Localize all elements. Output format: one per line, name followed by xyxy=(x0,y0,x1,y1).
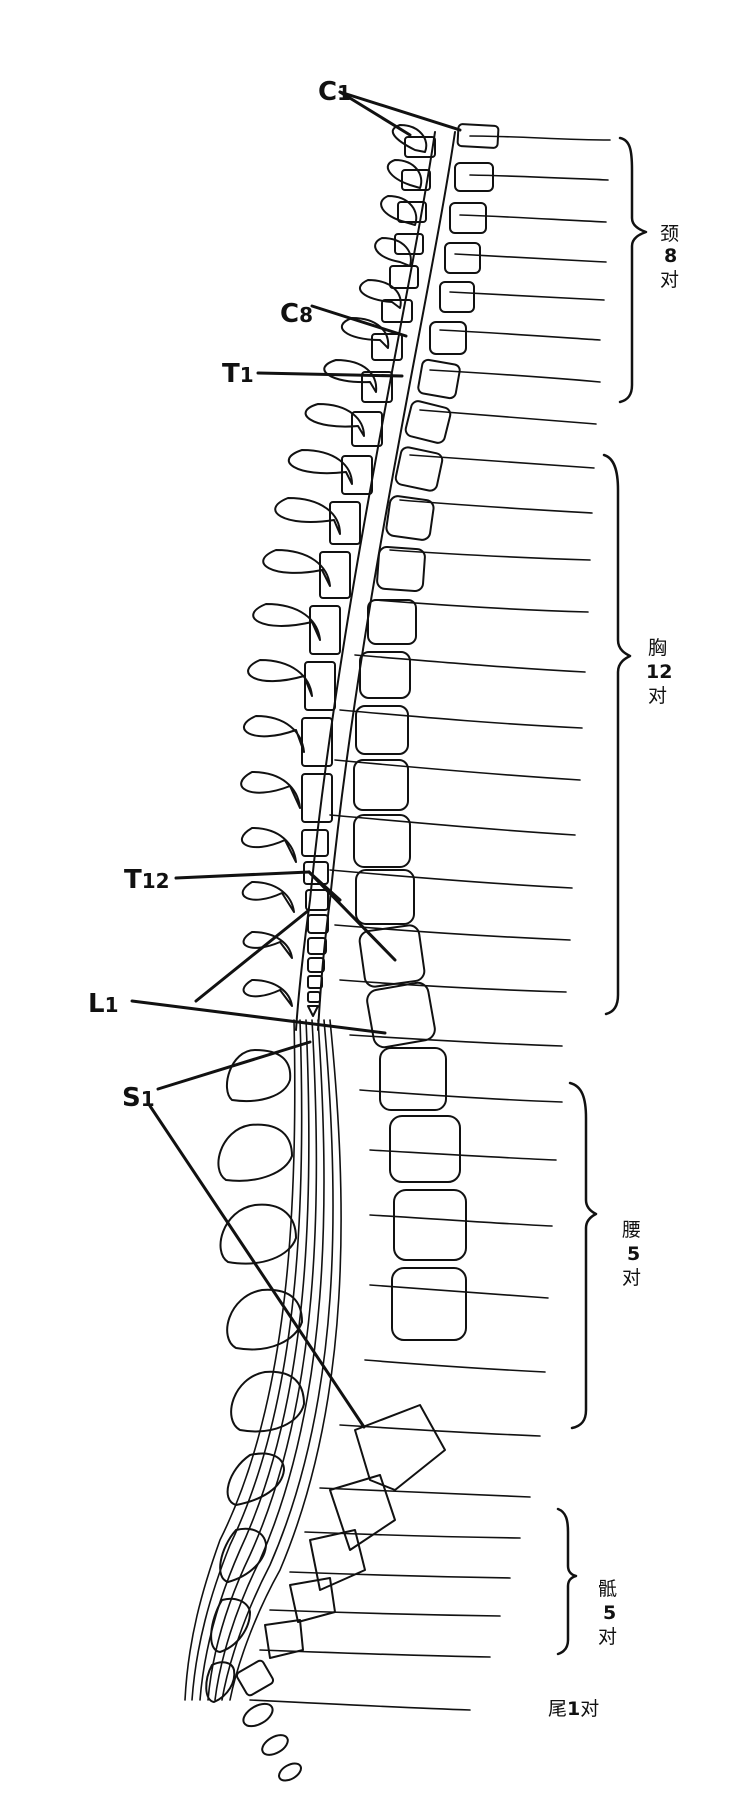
posterior-segments xyxy=(301,136,436,1017)
lumbar-name: 腰 xyxy=(622,1219,641,1241)
sacral-unit: 对 xyxy=(598,1626,617,1648)
group-label-lumbar: 腰 5 对 xyxy=(622,1219,641,1289)
lumbar-count: 5 xyxy=(627,1243,640,1265)
label-c1: C1 xyxy=(318,77,351,107)
label-t12: T12 xyxy=(124,865,170,895)
lumbar-posterior xyxy=(205,1049,305,1703)
cervical-unit: 对 xyxy=(660,269,679,291)
label-l1: L1 xyxy=(88,989,119,1019)
label-c1-sub: 1 xyxy=(337,81,351,105)
cervical-count: 8 xyxy=(664,245,677,267)
label-l1-sub: 1 xyxy=(105,993,119,1017)
label-t12-sub: 12 xyxy=(142,869,170,893)
group-brackets xyxy=(556,136,648,1656)
coccygeal-name: 尾 xyxy=(548,1698,567,1720)
coccygeal-count: 1 xyxy=(567,1698,580,1720)
group-label-coccygeal: 尾1对 xyxy=(548,1698,599,1720)
group-label-sacral: 骶 5 对 xyxy=(598,1578,617,1648)
spinous-processes xyxy=(240,124,428,1007)
label-c8-sub: 8 xyxy=(299,303,313,327)
coccygeal-unit: 对 xyxy=(580,1698,599,1720)
group-label-cervical: 颈 8 对 xyxy=(660,223,679,291)
label-s1: S1 xyxy=(122,1083,155,1113)
thoracic-unit: 对 xyxy=(648,685,667,707)
label-c8: C8 xyxy=(280,299,313,329)
leader-lines xyxy=(130,90,462,1429)
nerve-roots xyxy=(249,135,611,1711)
sacral-name: 骶 xyxy=(598,1578,617,1600)
thoracic-name: 胸 xyxy=(648,637,667,659)
group-label-thoracic: 胸 12 对 xyxy=(646,637,672,707)
thoracic-count: 12 xyxy=(646,661,672,683)
label-t1-sub: 1 xyxy=(240,363,254,387)
cauda-equina xyxy=(184,1019,342,1701)
cervical-name: 颈 xyxy=(660,223,679,245)
sacral-count: 5 xyxy=(603,1602,616,1624)
vertebral-bodies xyxy=(235,123,500,1782)
label-s1-sub: 1 xyxy=(141,1087,155,1111)
label-t1: T1 xyxy=(222,359,254,389)
coccygeal-label: 尾1对 xyxy=(548,1698,599,1720)
lumbar-unit: 对 xyxy=(622,1267,641,1289)
